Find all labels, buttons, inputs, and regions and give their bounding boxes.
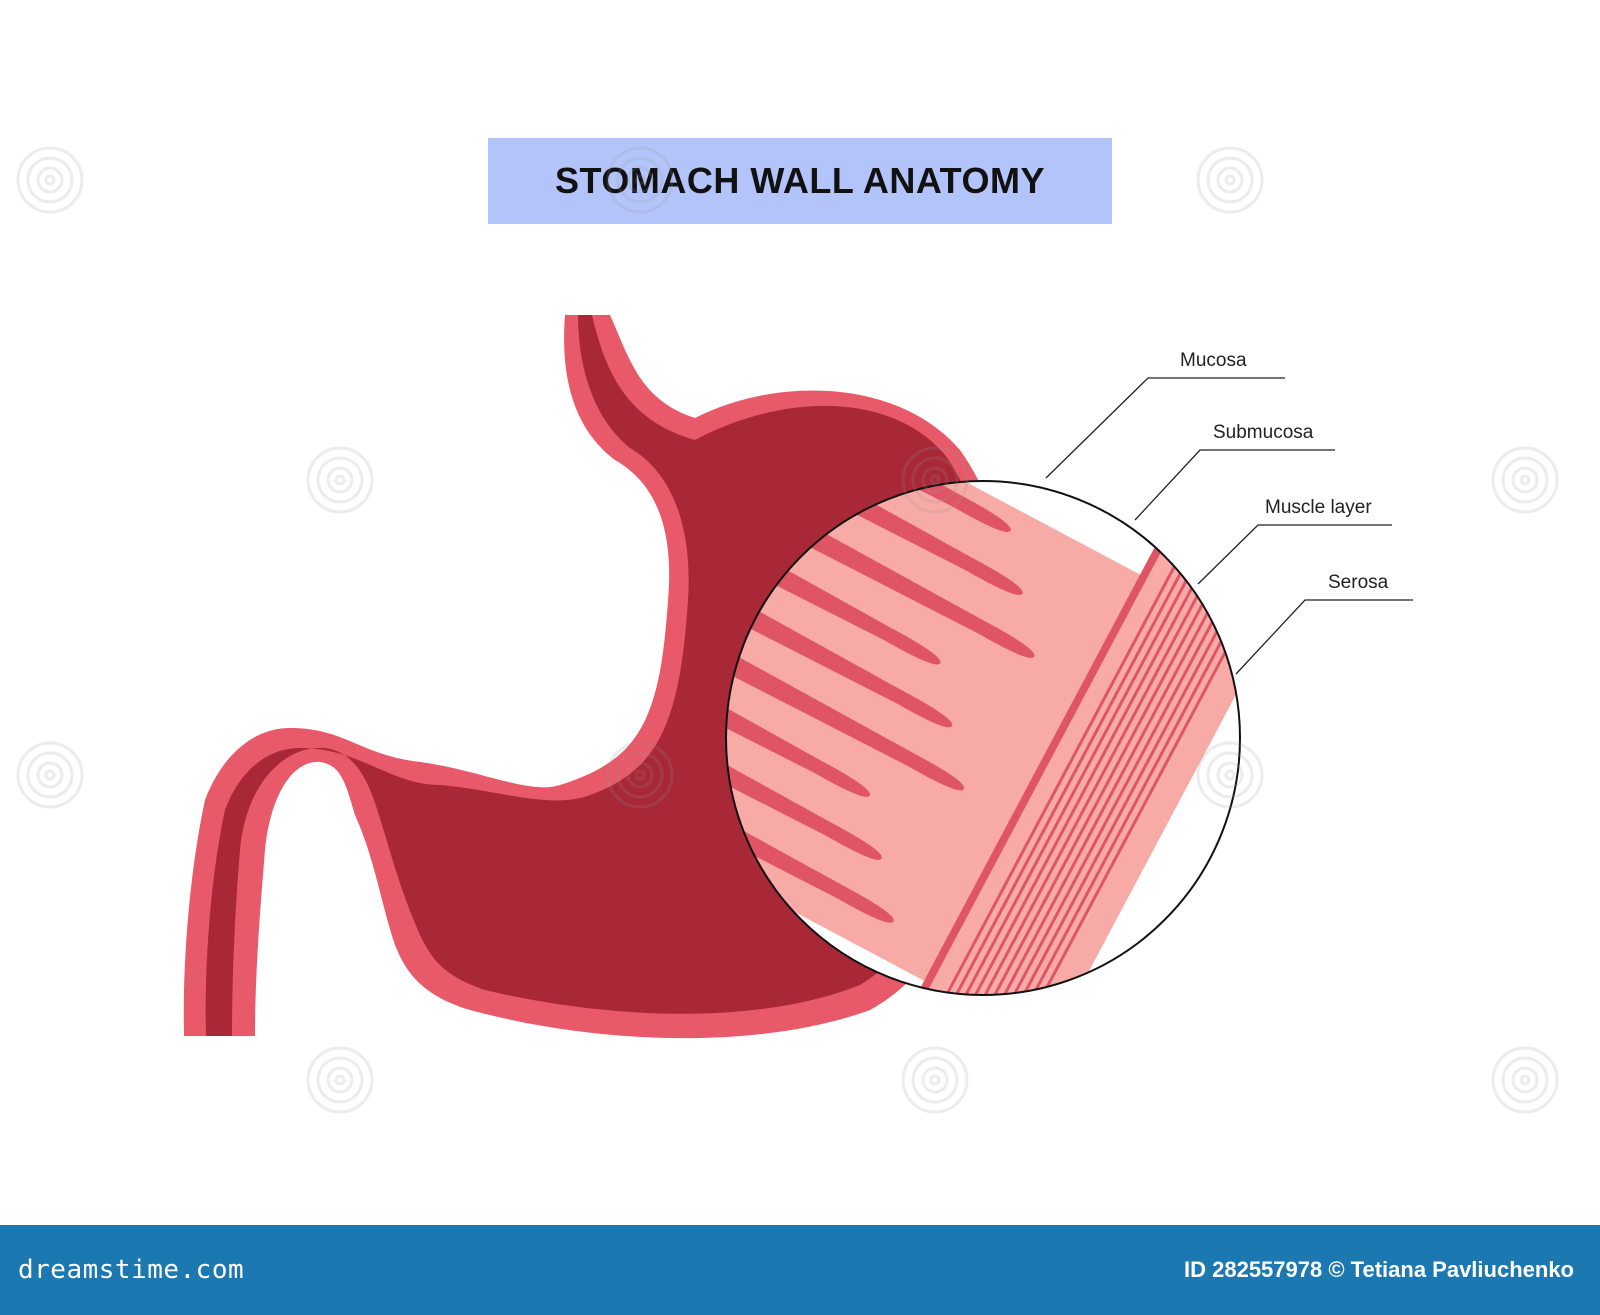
gastric-fold xyxy=(776,481,1011,532)
mucosa-leader-line xyxy=(1045,377,1285,479)
watermark-swirl-icon xyxy=(304,444,376,521)
muscle-fiber-line xyxy=(904,488,1237,995)
stomach-diagram xyxy=(183,315,1413,1039)
footer-credit: ID 282557978 © Tetiana Pavliuchenko xyxy=(1184,1257,1574,1282)
gastric-fold xyxy=(726,707,882,860)
title-banner: STOMACH WALL ANATOMY xyxy=(488,138,1112,224)
serosa-leader-line xyxy=(1235,599,1413,675)
label-muscle-layer: Muscle layer xyxy=(1265,497,1372,518)
muscle-fiber-line xyxy=(912,492,1240,995)
footer-bar: dreamstime.com ID 282557978 © Tetiana Pa… xyxy=(0,1225,1600,1315)
submucosa-leader-line xyxy=(1134,449,1335,521)
muscle-fiber-line xyxy=(897,484,1229,995)
muscle-fiber-line xyxy=(919,496,1240,995)
footer-logo[interactable]: dreamstime.com xyxy=(18,1255,245,1285)
gastric-fold xyxy=(726,662,870,797)
muscle-fiber-line xyxy=(942,508,1240,995)
watermark-swirl-icon xyxy=(1194,144,1266,221)
watermark-swirl-icon xyxy=(14,144,86,221)
label-serosa: Serosa xyxy=(1328,572,1389,593)
magnified-wall-section xyxy=(726,481,1240,995)
watermark-swirl-icon xyxy=(604,739,676,816)
watermark-swirl-icon xyxy=(1194,739,1266,816)
watermark-swirl-icon xyxy=(14,739,86,816)
muscle-layer xyxy=(874,481,1240,995)
muscle-fiber-line xyxy=(927,500,1240,995)
watermark-swirl-icon xyxy=(899,444,971,521)
page-title: STOMACH WALL ANATOMY xyxy=(555,160,1045,201)
watermark-swirl-icon xyxy=(304,1044,376,1121)
watermark-swirl-icon xyxy=(899,1044,971,1121)
watermark-swirl-icon xyxy=(604,144,676,221)
muscle-fiber-line xyxy=(957,516,1240,995)
muscle-fiber-line xyxy=(889,481,1222,995)
watermark-swirl-icon xyxy=(1489,1044,1561,1121)
muscle-fiber-line xyxy=(949,512,1240,995)
label-leader-lines xyxy=(1045,377,1413,675)
label-submucosa: Submucosa xyxy=(1213,422,1314,443)
magnifier-circle xyxy=(725,480,1241,996)
label-mucosa: Mucosa xyxy=(1180,350,1247,371)
gastric-fold xyxy=(752,481,1023,595)
submucosa-layer xyxy=(867,481,1204,995)
muscle-leader-line xyxy=(1197,524,1392,585)
muscle-fiber-line xyxy=(934,504,1240,995)
muscle-fiber-line xyxy=(964,520,1240,995)
watermark-swirl-icon xyxy=(1489,444,1561,521)
